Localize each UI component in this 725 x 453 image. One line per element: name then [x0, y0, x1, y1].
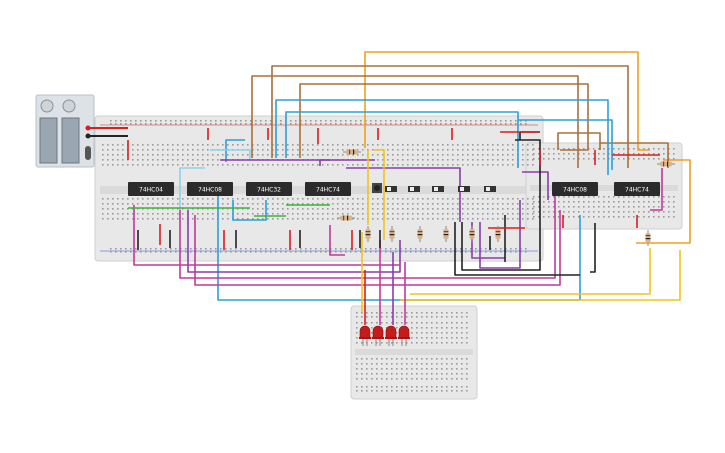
wire-purple — [187, 210, 401, 273]
wire-yellow — [410, 248, 651, 295]
slide-switches[interactable] — [385, 186, 496, 192]
wire-brown — [251, 75, 579, 168]
wire-brown — [557, 132, 601, 150]
wire-black — [461, 139, 541, 271]
resistor[interactable] — [469, 226, 475, 242]
wire-magenta — [133, 205, 400, 266]
wire-magenta — [194, 210, 561, 286]
resistor[interactable] — [417, 226, 423, 242]
wire-blue — [225, 139, 245, 162]
wire-purple — [522, 171, 549, 200]
chip-label: 74HC74 — [625, 187, 649, 194]
resistor[interactable] — [443, 226, 449, 242]
led[interactable] — [372, 325, 384, 346]
chip-label: 74HC32 — [257, 187, 281, 194]
wire-blue — [232, 200, 267, 221]
ic-chip[interactable]: 74HC08 — [552, 182, 598, 196]
resistors — [337, 149, 675, 246]
resistor[interactable] — [337, 215, 355, 221]
wire-brown — [299, 83, 589, 158]
wire-brown — [271, 65, 629, 168]
resistor[interactable] — [343, 149, 361, 155]
led[interactable] — [398, 325, 410, 346]
chip-label: 74HC08 — [563, 187, 587, 194]
wire-light-blue — [210, 149, 251, 160]
resistor[interactable] — [365, 226, 371, 242]
wire-black — [590, 223, 596, 273]
resistor[interactable] — [389, 226, 395, 242]
ic-chip[interactable]: 74HC74 — [305, 182, 351, 196]
chip-label: 74HC74 — [316, 187, 340, 194]
led[interactable] — [385, 325, 397, 346]
wire-blue — [217, 190, 581, 301]
ic-chip[interactable]: 74HC08 — [187, 182, 233, 196]
wire-magenta — [650, 168, 663, 211]
wire-magenta — [179, 195, 556, 279]
wire-yellow — [400, 250, 681, 301]
wire-blue — [275, 99, 609, 175]
push-button[interactable] — [372, 183, 382, 193]
wire-light-blue — [179, 167, 205, 210]
ic-chips: 74HC04 74HC08 74HC32 74HC74 74HC08 74HC7… — [128, 182, 660, 196]
chip-label: 74HC04 — [139, 187, 163, 194]
resistor[interactable] — [495, 226, 501, 242]
leds — [359, 325, 410, 346]
wire-purple — [479, 200, 521, 269]
bottom-breadboard[interactable] — [350, 305, 478, 400]
wire-yellow — [374, 149, 385, 240]
wires — [90, 51, 691, 325]
battery-pack[interactable] — [35, 94, 95, 168]
resistor[interactable] — [657, 161, 675, 167]
led[interactable] — [359, 325, 371, 346]
wire-black — [454, 222, 580, 276]
chip-label: 74HC08 — [198, 187, 222, 194]
resistor[interactable] — [645, 230, 651, 246]
wire-magenta — [329, 225, 345, 256]
wire-brown — [600, 142, 669, 168]
ic-chip[interactable]: 74HC04 — [128, 182, 174, 196]
wire-orange — [636, 159, 691, 244]
ic-chip[interactable]: 74HC32 — [246, 182, 292, 196]
ic-chip[interactable]: 74HC74 — [614, 182, 660, 196]
wire-blue — [518, 119, 613, 170]
